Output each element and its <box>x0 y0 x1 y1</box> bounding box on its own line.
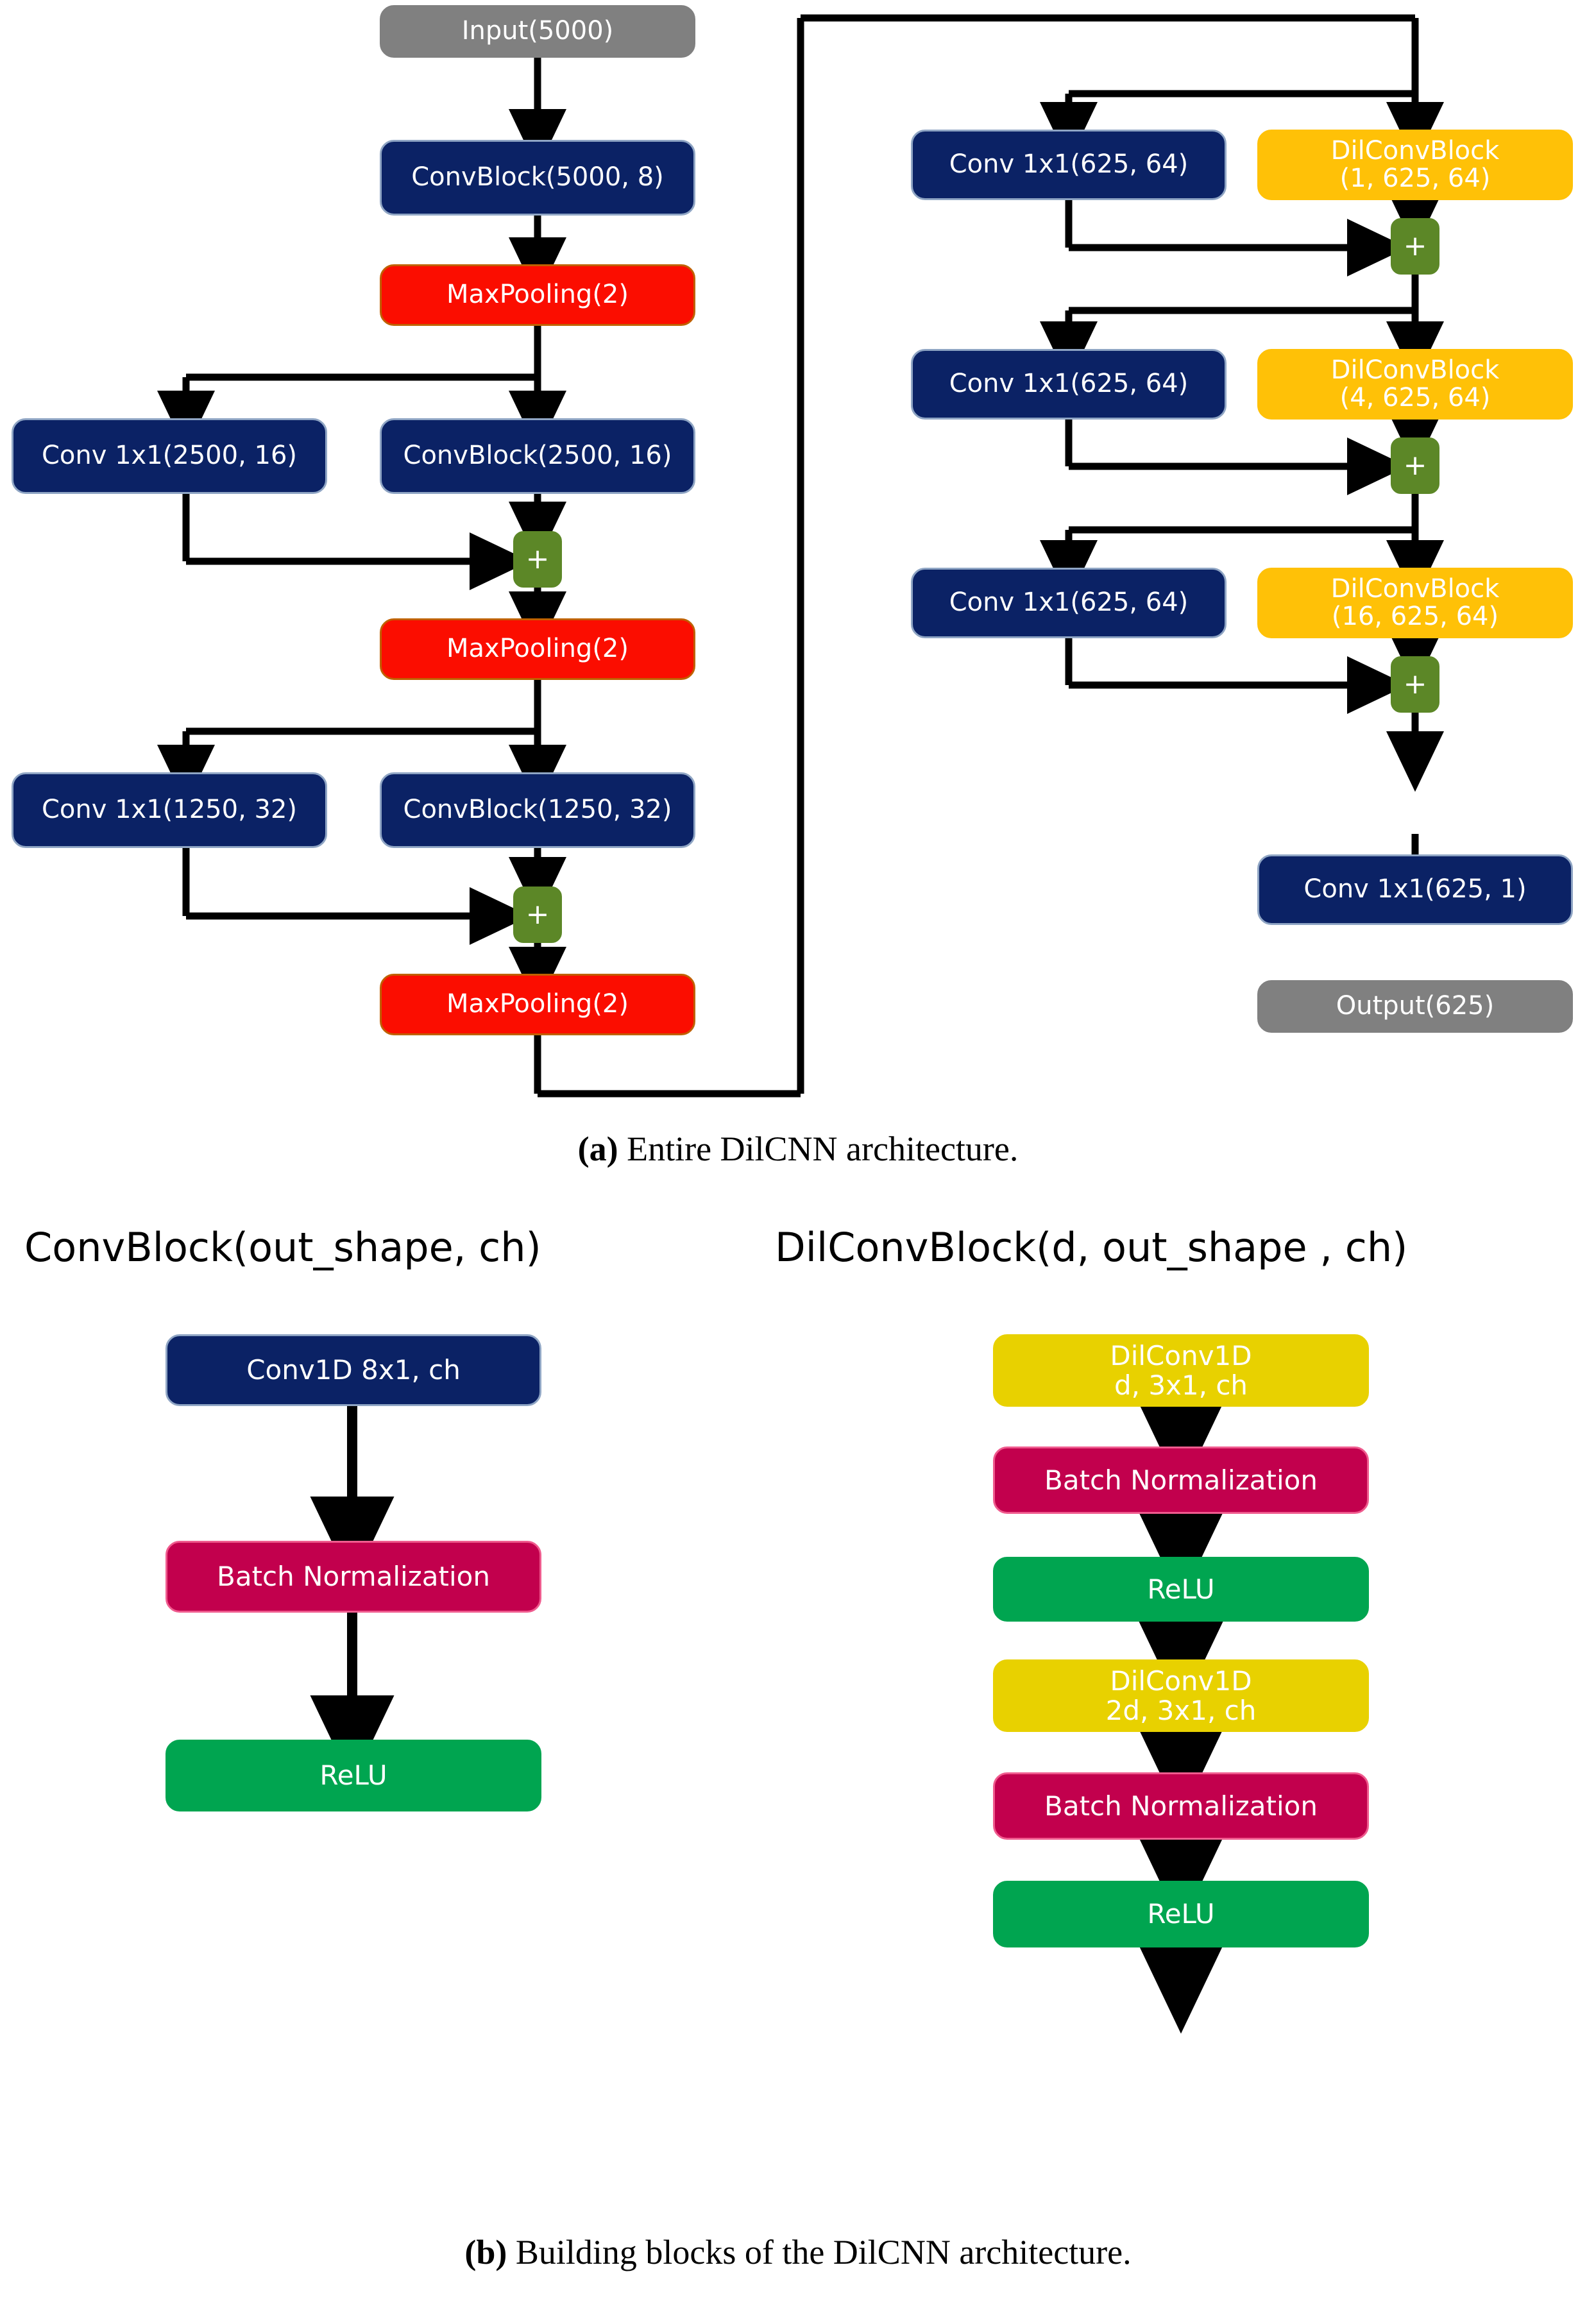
node-dilconv1d-2d[interactable]: DilConv1D 2d, 3x1, ch <box>993 1659 1369 1732</box>
node-conv1x1-625-64-c[interactable]: Conv 1x1(625, 64) <box>911 568 1227 638</box>
node-convblock-2500-16[interactable]: ConvBlock(2500, 16) <box>380 418 695 494</box>
node-batchnorm-dil-1[interactable]: Batch Normalization <box>993 1446 1369 1514</box>
node-add-3[interactable]: + <box>1391 218 1439 275</box>
convblock-title: ConvBlock(out_shape, ch) <box>24 1224 541 1271</box>
node-add-1[interactable]: + <box>513 531 562 588</box>
node-conv1d-8x1[interactable]: Conv1D 8x1, ch <box>166 1334 541 1406</box>
node-input[interactable]: Input(5000) <box>380 5 695 58</box>
node-dilconvblock-3[interactable]: DilConvBlock (16, 625, 64) <box>1257 568 1573 638</box>
node-add-4[interactable]: + <box>1391 437 1439 494</box>
caption-b-tag: (b) <box>464 2233 507 2271</box>
node-maxpooling-2[interactable]: MaxPooling(2) <box>380 618 695 680</box>
caption-b: (b) Building blocks of the DilCNN archit… <box>0 2232 1596 2272</box>
node-conv1x1-2500-16[interactable]: Conv 1x1(2500, 16) <box>12 418 327 494</box>
node-relu-dil-2[interactable]: ReLU <box>993 1881 1369 1947</box>
node-convblock-1250-32[interactable]: ConvBlock(1250, 32) <box>380 772 695 848</box>
node-dilconvblock-1[interactable]: DilConvBlock (1, 625, 64) <box>1257 130 1573 200</box>
node-relu-convblock[interactable]: ReLU <box>166 1740 541 1811</box>
node-conv1x1-1250-32[interactable]: Conv 1x1(1250, 32) <box>12 772 327 848</box>
node-batchnorm-dil-2[interactable]: Batch Normalization <box>993 1772 1369 1840</box>
caption-a: (a) Entire DilCNN architecture. <box>0 1129 1596 1169</box>
node-maxpooling-3[interactable]: MaxPooling(2) <box>380 974 695 1035</box>
node-batchnorm-convblock[interactable]: Batch Normalization <box>166 1541 541 1613</box>
node-add-2[interactable]: + <box>513 887 562 943</box>
node-conv1x1-625-64-b[interactable]: Conv 1x1(625, 64) <box>911 349 1227 420</box>
caption-a-tag: (a) <box>577 1130 618 1168</box>
caption-b-text: Building blocks of the DilCNN architectu… <box>507 2233 1132 2271</box>
node-add-5[interactable]: + <box>1391 656 1439 713</box>
node-convblock-5000-8[interactable]: ConvBlock(5000, 8) <box>380 140 695 216</box>
dilconvblock-title: DilConvBlock(d, out_shape , ch) <box>775 1224 1408 1271</box>
node-dilconv1d-d[interactable]: DilConv1D d, 3x1, ch <box>993 1334 1369 1407</box>
node-maxpooling-1[interactable]: MaxPooling(2) <box>380 264 695 326</box>
node-dilconvblock-2[interactable]: DilConvBlock (4, 625, 64) <box>1257 349 1573 420</box>
caption-a-text: Entire DilCNN architecture. <box>618 1130 1019 1168</box>
node-conv1x1-625-1[interactable]: Conv 1x1(625, 1) <box>1257 854 1573 925</box>
node-relu-dil-1[interactable]: ReLU <box>993 1557 1369 1622</box>
node-conv1x1-625-64-a[interactable]: Conv 1x1(625, 64) <box>911 130 1227 200</box>
node-output[interactable]: Output(625) <box>1257 980 1573 1033</box>
